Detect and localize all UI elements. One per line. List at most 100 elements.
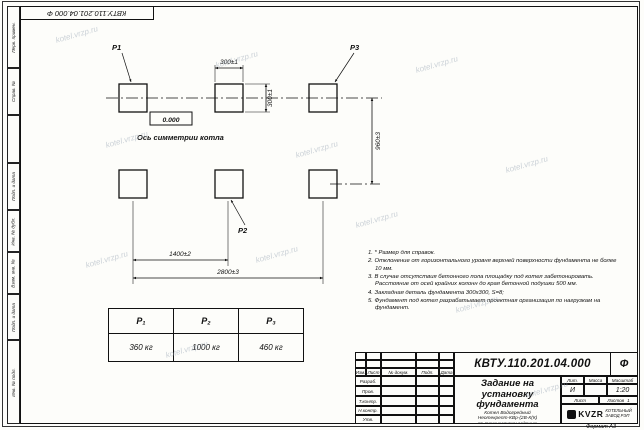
load-table-header-row: Р₁ Р₂ Р₃	[108, 308, 304, 334]
tb-lit-label: Лит.	[561, 376, 584, 384]
strip-label: Справ. №	[11, 81, 17, 102]
tb-cell	[355, 352, 366, 360]
strip-label: Инв. № подл.	[11, 367, 17, 397]
pad-bottom-left	[118, 169, 148, 199]
tb-row-prov: Пров.	[355, 386, 381, 396]
tb-row-razrab: Разраб.	[355, 376, 381, 386]
tb-cell	[416, 415, 439, 424]
tb-cell	[381, 406, 416, 415]
dim-300h-text: 300±1	[220, 59, 238, 66]
strip-perv-primen: Перв. примен.	[7, 6, 20, 68]
tb-row-tkontr: Т.контр.	[355, 396, 381, 406]
tb-col-doc: № докум.	[381, 368, 416, 376]
tb-cell	[439, 352, 454, 360]
tb-lit-value: И	[561, 384, 584, 396]
tb-company-cell: KVZR КОТЕЛЬНЫЙ ЗАВОД РЭП	[561, 404, 638, 424]
strip-podp-data-2: Подп. и дата	[7, 294, 20, 340]
company-name: КОТЕЛЬНЫЙ ЗАВОД РЭП	[605, 408, 632, 418]
tb-cell	[439, 376, 454, 386]
pad-bottom-right	[308, 169, 338, 199]
tb-cell	[381, 415, 416, 424]
kvzr-logo-icon	[567, 409, 577, 419]
axis-label: Ось симметрии котла	[137, 133, 224, 142]
tb-cell	[416, 376, 439, 386]
foundation-pads	[118, 83, 338, 199]
pad-top-middle	[214, 83, 244, 113]
tb-cell	[416, 352, 439, 360]
load-table-value-p3: 460 кг	[238, 333, 304, 362]
company-logo: KVZR КОТЕЛЬНЫЙ ЗАВОД РЭП	[567, 408, 632, 419]
strip-podp-data-1: Подп. и дата	[7, 163, 20, 210]
tb-col-list: Лист	[366, 368, 381, 376]
tb-cell	[381, 396, 416, 406]
tb-cell	[381, 376, 416, 386]
strip-label: Перв. примен.	[11, 21, 17, 53]
label-p1: Р1	[112, 43, 121, 52]
tb-cell	[439, 406, 454, 415]
pad-top-left	[118, 83, 148, 113]
tb-sheets-value: 1	[627, 397, 630, 403]
note-3: 3. В случае отсутствия бетонного пола пл…	[368, 273, 594, 288]
load-table-value-p2: 1000 кг	[173, 333, 239, 362]
drawing-frame	[20, 6, 638, 424]
load-point-labels: Р1 Р3 Р2	[112, 43, 360, 235]
tb-doc-suffix: Ф	[610, 353, 637, 375]
tb-cell	[416, 396, 439, 406]
tb-col-data: Дата	[439, 368, 454, 376]
load-table-value-row: 360 кг 1000 кг 460 кг	[108, 333, 304, 362]
strip-vzam-inv: Взам. инв. №	[7, 252, 20, 294]
tb-sheets-label: Листов	[607, 397, 625, 403]
tb-cell	[381, 352, 416, 360]
note-2: 2. Отклонение от горизонтального уровня …	[368, 258, 617, 272]
strip-label: Инв. № дубл.	[11, 216, 17, 246]
dimension-960: 960±3	[370, 97, 382, 185]
tb-title: Задание на установку фундамента	[476, 378, 539, 411]
foundation-drawing: Р1 Р3 Р2 0.000 Ось симметрии котла 300±1…	[106, 43, 382, 284]
dim-300v-text: 300±1	[267, 89, 274, 107]
load-table-header-p1: Р₁	[108, 308, 174, 334]
dim-2800-text: 2800±3	[216, 269, 239, 276]
note-1: 1. * Размер для справок.	[368, 250, 436, 256]
label-p2: Р2	[238, 226, 248, 235]
tb-cell	[366, 360, 381, 368]
load-table: Р₁ Р₂ Р₃ 360 кг 1000 кг 460 кг	[108, 308, 304, 362]
load-table-header-p3: Р₃	[238, 308, 304, 334]
tb-title-cell: Задание на установку фундамента Котел Во…	[454, 376, 561, 424]
format-label: Формат А3	[585, 424, 617, 430]
tb-scale-value: 1:20	[607, 384, 638, 396]
strip-sprav: Справ. №	[7, 68, 20, 115]
tb-sheets-cell: Листов 1	[599, 396, 638, 404]
dimension-1400: 1400±2	[132, 201, 229, 284]
strip-inv-dubl: Инв. № дубл.	[7, 210, 20, 252]
dim-960-text: 960±3	[375, 132, 382, 150]
pad-bottom-middle	[214, 169, 244, 199]
tb-cell	[439, 415, 454, 424]
tb-cell	[416, 386, 439, 396]
label-p3: Р3	[350, 43, 360, 52]
tb-cell	[439, 386, 454, 396]
tb-cell	[439, 360, 454, 368]
tb-col-izm: Изм.	[355, 368, 366, 376]
notes-block: 1. * Размер для справок. 2. Отклонение о…	[368, 250, 624, 314]
pad-top-right	[308, 83, 338, 113]
tb-doc-number-cell: КВТУ.110.201.04.000 Ф	[454, 352, 638, 376]
tb-cell	[381, 386, 416, 396]
tb-cell	[416, 406, 439, 415]
strip-label: Подп. и дата	[11, 172, 17, 201]
tb-mass-label: Масса	[584, 376, 607, 384]
tb-doc-number: КВТУ.110.201.04.000	[474, 358, 591, 370]
tb-row-nkontr: Н.контр.	[355, 406, 381, 415]
tb-cell	[416, 360, 439, 368]
tb-cell	[381, 360, 416, 368]
tb-row-utv: Утв.	[355, 415, 381, 424]
strip-label: Взам. инв. №	[11, 258, 17, 288]
tb-col-podp: Подп.	[416, 368, 439, 376]
strip-inv-podl: Инв. № подл.	[7, 340, 20, 424]
strip-label: Подп. и дата	[11, 302, 17, 332]
kvzr-logo-text: KVZR	[578, 409, 604, 419]
tb-subtitle: Котел Водогрейный Неотекрепт-КВр-(2В-К(К…	[477, 410, 538, 423]
strip-blank	[7, 115, 20, 163]
dimension-300-vertical: 300±1	[245, 83, 274, 113]
